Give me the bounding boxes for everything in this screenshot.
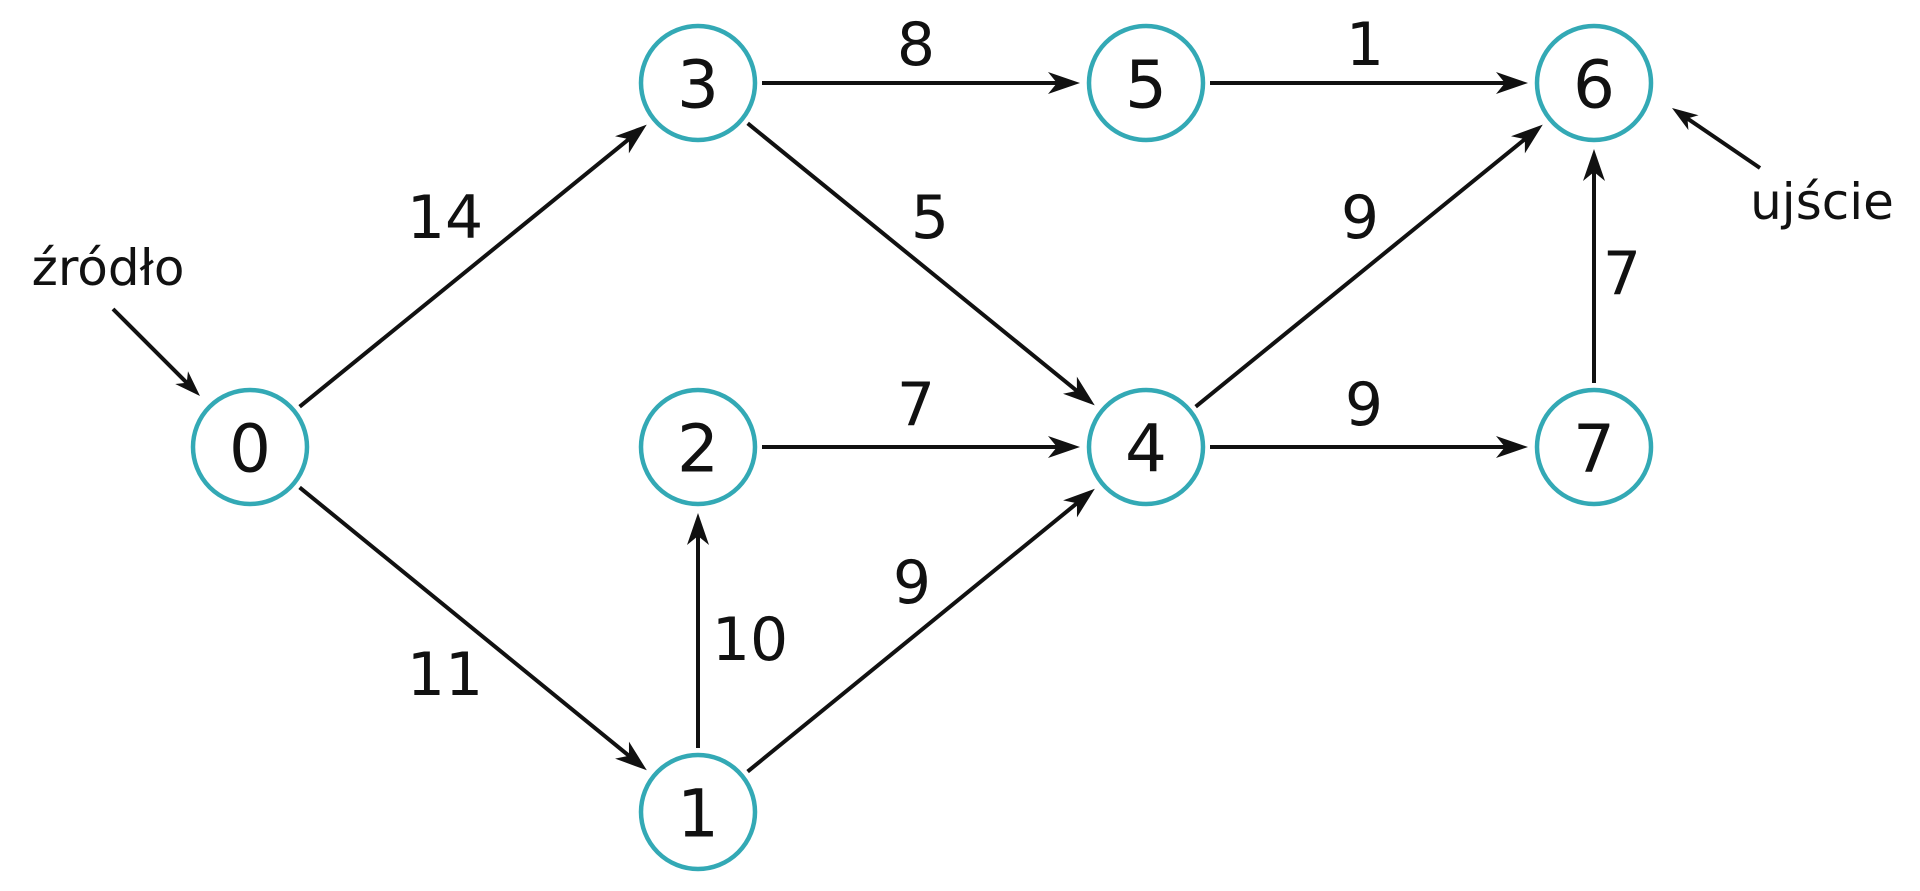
node-5-label: 5 <box>1125 47 1167 124</box>
node-2: 2 <box>638 387 758 507</box>
edge-3-to-5-arrowhead <box>1048 72 1080 94</box>
edge-4-to-6-line <box>1194 135 1530 409</box>
edge-1-to-2 <box>687 513 709 748</box>
node-0: 0 <box>190 387 310 507</box>
edge-weight-3-to-4: 5 <box>911 183 949 253</box>
edge-weight-0-to-3: 14 <box>407 183 483 253</box>
edge-4-to-7-arrowhead <box>1496 436 1528 458</box>
annotation-arrows-layer <box>111 108 1762 396</box>
node-2-circle <box>638 387 758 507</box>
node-4-label: 4 <box>1125 411 1167 488</box>
edge-0-to-3 <box>298 124 647 409</box>
source-pointer-arrow <box>111 307 200 396</box>
sink-pointer-arrow-arrowhead <box>1672 108 1699 131</box>
node-1-label: 1 <box>677 776 719 853</box>
edge-0-to-3-arrowhead <box>615 124 647 154</box>
node-1: 1 <box>638 752 758 872</box>
sink-pointer-arrow <box>1672 108 1762 170</box>
edge-1-to-4-line <box>746 499 1082 774</box>
node-6-circle <box>1534 23 1654 143</box>
edge-weight-1-to-2: 10 <box>712 605 788 675</box>
node-6: 6 <box>1534 23 1654 143</box>
edge-4-to-6-arrowhead <box>1511 124 1543 154</box>
edge-1-to-2-arrowhead <box>687 513 709 545</box>
node-3: 3 <box>638 23 758 143</box>
sink-pointer-arrow-line <box>1683 115 1762 170</box>
nodes-layer: 0 1 2 3 4 5 6 7 <box>190 23 1654 872</box>
edge-weight-7-to-6: 7 <box>1603 239 1641 309</box>
edge-3-to-4-line <box>746 121 1082 395</box>
node-5: 5 <box>1086 23 1206 143</box>
node-0-label: 0 <box>229 411 271 488</box>
edge-3-to-4 <box>746 121 1095 406</box>
node-3-circle <box>638 23 758 143</box>
node-7-label: 7 <box>1573 411 1615 488</box>
node-0-circle <box>190 387 310 507</box>
edge-2-to-4 <box>762 436 1080 458</box>
source-pointer-arrow-line <box>111 307 191 387</box>
edge-5-to-6 <box>1210 72 1528 94</box>
weights-layer: 14 11 8 5 7 10 9 1 9 9 7 <box>407 10 1641 710</box>
node-7-circle <box>1534 387 1654 507</box>
edge-4-to-7 <box>1210 436 1528 458</box>
edge-0-to-1-arrowhead <box>615 741 647 771</box>
edge-1-to-4-arrowhead <box>1063 488 1095 518</box>
edge-weight-5-to-6: 1 <box>1346 10 1384 80</box>
edge-weight-3-to-5: 8 <box>897 10 935 80</box>
node-4: 4 <box>1086 387 1206 507</box>
edge-7-to-6-arrowhead <box>1583 149 1605 181</box>
edge-weight-1-to-4: 9 <box>893 548 931 618</box>
edge-0-to-1 <box>298 485 647 771</box>
node-1-circle <box>638 752 758 872</box>
node-6-label: 6 <box>1573 47 1615 124</box>
source-pointer-arrow-arrowhead <box>175 371 200 396</box>
edge-2-to-4-arrowhead <box>1048 436 1080 458</box>
edge-3-to-5 <box>762 72 1080 94</box>
edge-weight-4-to-6: 9 <box>1341 183 1379 253</box>
edge-3-to-4-arrowhead <box>1063 376 1095 406</box>
edge-weight-0-to-1: 11 <box>407 640 483 710</box>
node-3-label: 3 <box>677 47 719 124</box>
edge-0-to-1-line <box>298 485 634 760</box>
edge-0-to-3-line <box>298 135 634 409</box>
sink-annotation-label: ujście <box>1750 173 1894 231</box>
node-2-label: 2 <box>677 411 719 488</box>
node-5-circle <box>1086 23 1206 143</box>
source-annotation-label: źródło <box>32 239 185 297</box>
edge-4-to-6 <box>1194 124 1543 409</box>
edge-7-to-6 <box>1583 149 1605 383</box>
edge-1-to-4 <box>746 488 1095 774</box>
edge-5-to-6-arrowhead <box>1496 72 1528 94</box>
edge-weight-2-to-4: 7 <box>897 370 935 440</box>
node-4-circle <box>1086 387 1206 507</box>
edge-weight-4-to-7: 9 <box>1345 370 1383 440</box>
edges-layer <box>298 72 1605 774</box>
node-7: 7 <box>1534 387 1654 507</box>
